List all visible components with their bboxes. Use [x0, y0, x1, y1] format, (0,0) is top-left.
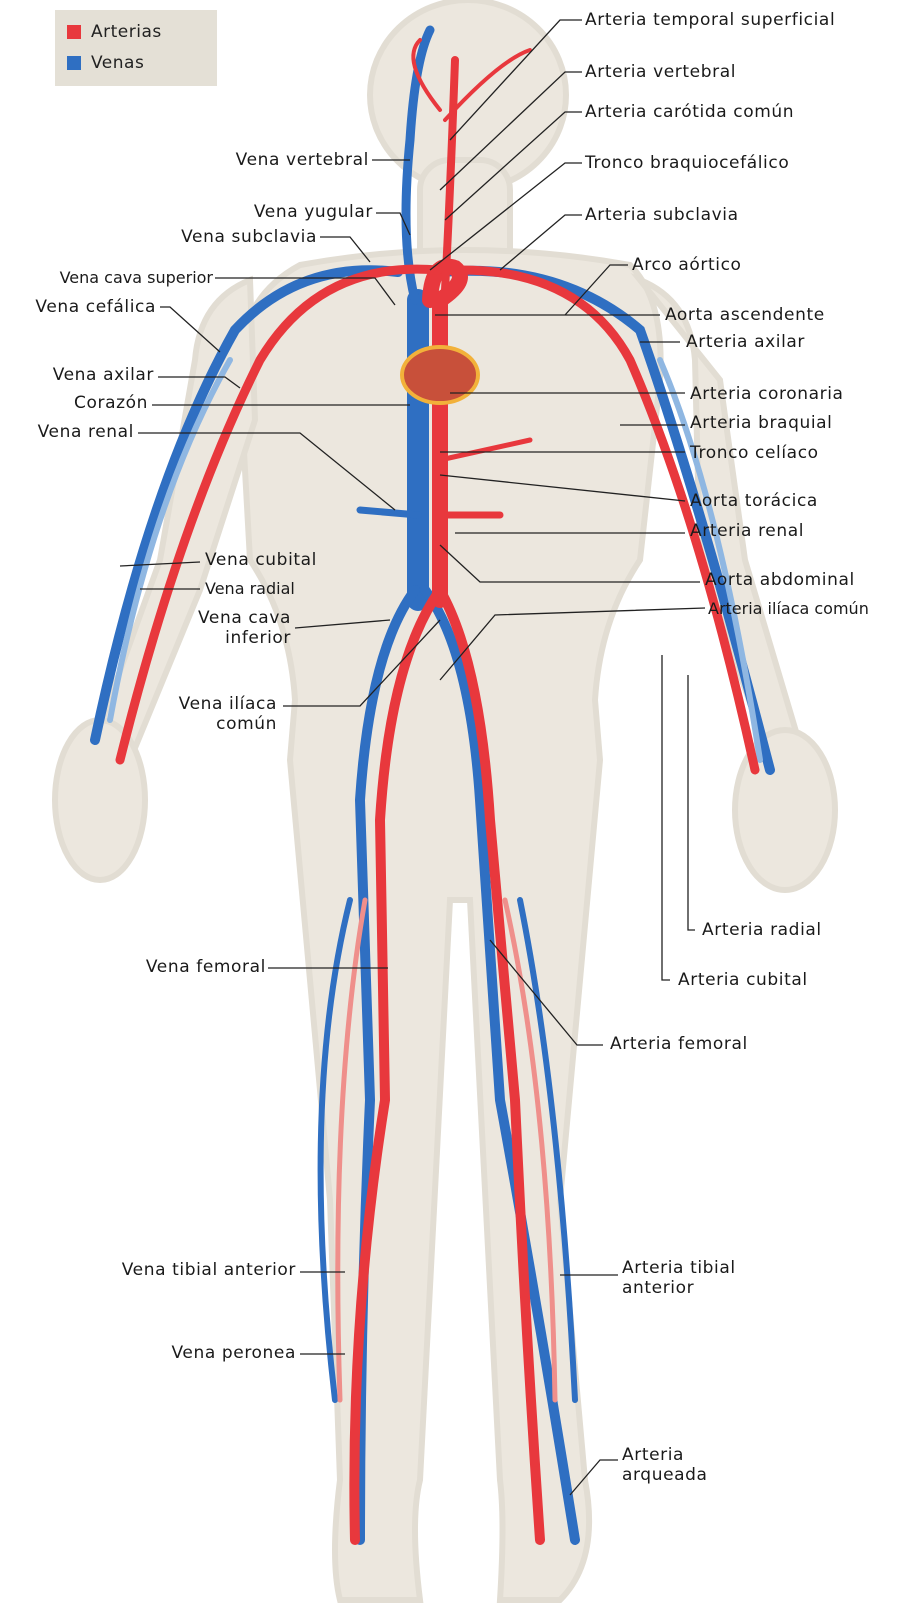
label-vena-yugular: Vena yugular [254, 202, 373, 222]
heart-illustration [402, 347, 478, 403]
label-aorta-ascendente: Aorta ascendente [665, 305, 825, 325]
label-vena-renal: Vena renal [38, 422, 134, 442]
label-arteria-tibial-anterior: Arteria tibial anterior [622, 1258, 736, 1298]
label-arteria-arqueada: Arteria arqueada [622, 1445, 708, 1485]
label-vena-femoral: Vena femoral [146, 957, 266, 977]
label-vena-cava-superior: Vena cava superior [60, 268, 213, 288]
label-arteria-radial: Arteria radial [702, 920, 822, 940]
veins-swatch [67, 56, 81, 70]
label-tronco-braquiocefalico: Tronco braquiocefálico [585, 153, 789, 173]
legend: Arterias Venas [55, 10, 217, 86]
label-arco-aortico: Arco aórtico [632, 255, 742, 275]
label-vena-iliaca-comun: Vena ilíaca común [179, 694, 277, 734]
label-corazon: Corazón [74, 393, 148, 413]
label-arteria-iliaca-comun: Arteria ilíaca común [708, 599, 869, 619]
label-arteria-braquial: Arteria braquial [690, 413, 833, 433]
label-arteria-renal: Arteria renal [690, 521, 804, 541]
label-vena-axilar: Vena axilar [53, 365, 154, 385]
label-arteria-cubital: Arteria cubital [678, 970, 808, 990]
label-tronco-celiaco: Tronco celíaco [690, 443, 819, 463]
label-vena-vertebral: Vena vertebral [236, 150, 369, 170]
label-arteria-temporal-superficial: Arteria temporal superficial [585, 10, 835, 30]
legend-item-veins: Venas [67, 51, 144, 75]
legend-label-veins: Venas [91, 53, 144, 73]
arteries-swatch [67, 25, 81, 39]
label-vena-peronea: Vena peronea [172, 1343, 296, 1363]
legend-label-arteries: Arterias [91, 22, 162, 42]
label-arteria-axilar: Arteria axilar [686, 332, 805, 352]
legend-item-arteries: Arterias [67, 20, 162, 44]
label-vena-radial: Vena radial [205, 579, 295, 599]
label-arteria-coronaria: Arteria coronaria [690, 384, 844, 404]
label-aorta-abdominal: Aorta abdominal [705, 570, 855, 590]
label-arteria-carotida-comun: Arteria carótida común [585, 102, 794, 122]
label-vena-tibial-anterior: Vena tibial anterior [122, 1260, 296, 1280]
label-arteria-vertebral: Arteria vertebral [585, 62, 736, 82]
label-vena-cubital: Vena cubital [205, 550, 317, 570]
label-vena-cefalica: Vena cefálica [35, 297, 156, 317]
label-vena-subclavia: Vena subclavia [181, 227, 317, 247]
label-vena-cava-inferior: Vena cava inferior [198, 608, 291, 648]
label-arteria-subclavia: Arteria subclavia [585, 205, 739, 225]
label-aorta-toracica: Aorta torácica [690, 491, 818, 511]
label-arteria-femoral: Arteria femoral [610, 1034, 748, 1054]
